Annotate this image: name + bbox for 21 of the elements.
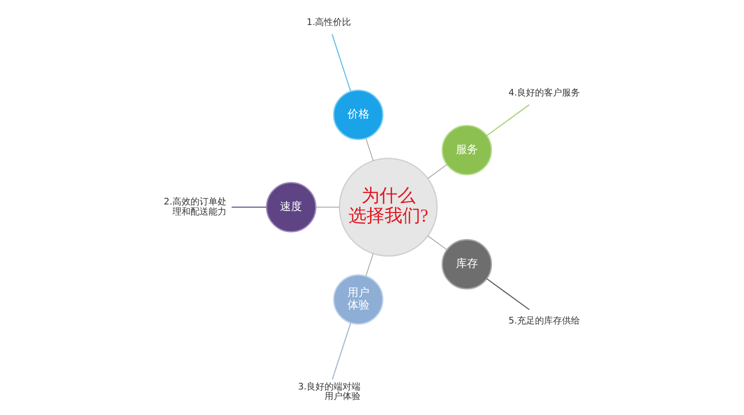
connector (365, 138, 374, 162)
connector (332, 322, 352, 380)
node-circle: 服务 (442, 124, 492, 176)
node-circle: 库存 (442, 239, 492, 290)
node-circle: 为什么选择我们? (338, 158, 438, 257)
connector (427, 235, 448, 250)
connector (365, 253, 374, 277)
connector (427, 164, 448, 179)
connector (486, 278, 530, 310)
node-circle: 速度 (266, 182, 316, 232)
node-circle: 用户体验 (333, 274, 384, 325)
node-text: 1.高性价比 (306, 18, 352, 28)
connector (232, 206, 266, 208)
node-circle: 价格 (333, 90, 384, 140)
connector (315, 206, 340, 208)
node-text: 4.良好的客户服务 (508, 88, 580, 98)
node-text: 5.充足的库存供给 (508, 316, 580, 327)
connector (332, 34, 352, 92)
node-text: 2.高效的订单处理和配送能力 (164, 198, 226, 218)
node-text: 3.良好的端对端用户体验 (298, 382, 361, 402)
connector (486, 104, 530, 136)
